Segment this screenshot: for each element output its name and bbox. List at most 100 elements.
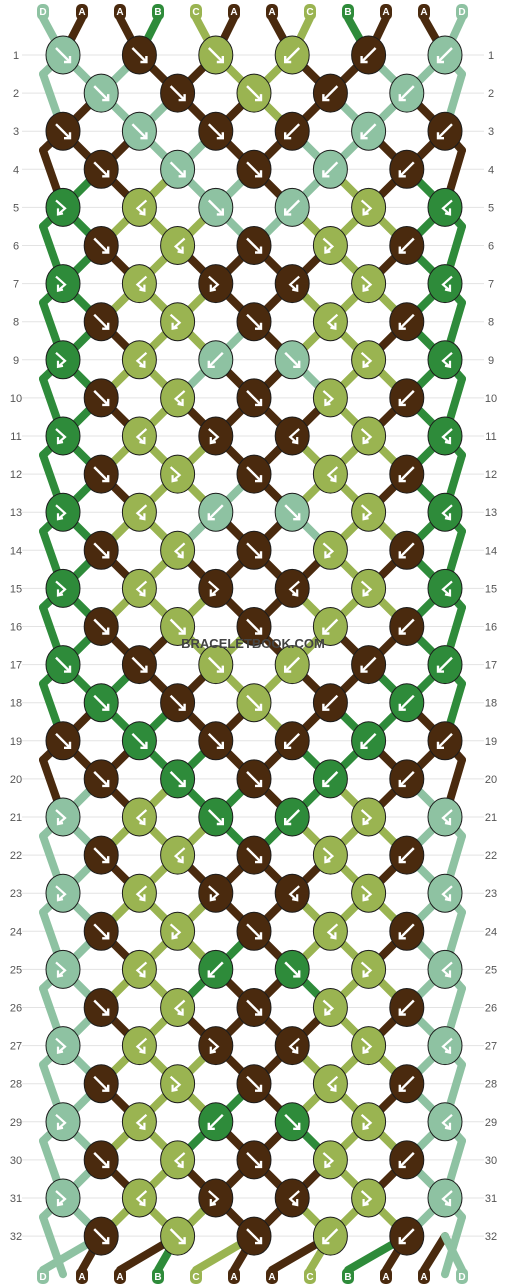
knot-arrow-icon [441, 428, 453, 445]
knot-arrow-icon [398, 618, 415, 635]
knot [312, 226, 348, 265]
row-number: 6 [488, 241, 494, 253]
row-number: 11 [10, 431, 21, 443]
knot-arrow-icon [93, 1152, 110, 1169]
row-number: 17 [10, 660, 22, 672]
knot [198, 340, 234, 380]
strand-cap-top [76, 4, 88, 20]
knot [236, 1216, 272, 1256]
knot [236, 530, 272, 570]
knot-arrow-icon [398, 1152, 415, 1169]
knot [351, 264, 387, 304]
knot-arrow-icon [131, 732, 148, 749]
row-number: 31 [485, 1193, 497, 1205]
strand-label-bottom: D [39, 1272, 46, 1283]
knot [83, 835, 119, 875]
knot [121, 340, 157, 380]
row-number: 24 [485, 926, 497, 938]
strand-cap-bottom [114, 1268, 126, 1284]
knot [45, 721, 81, 761]
knot-arrow-icon [288, 428, 300, 445]
knot-arrow-icon [208, 580, 220, 597]
strand-label-bottom: D [458, 1272, 465, 1283]
row-number: 18 [485, 698, 497, 710]
strand-cap-top [152, 4, 164, 20]
knot-arrow-icon [398, 161, 415, 178]
knot-arrow-icon [398, 237, 415, 254]
knot [274, 1102, 310, 1142]
knot [427, 721, 463, 761]
knot-arrow-icon [246, 237, 263, 254]
knot-arrow-icon [288, 1190, 300, 1207]
knot [427, 187, 463, 227]
knot-arrow-icon [398, 390, 415, 407]
knot-arrow-icon [360, 1190, 373, 1207]
knot-arrow-icon [207, 1113, 224, 1131]
knot-arrow-icon [131, 123, 148, 140]
knot [351, 1026, 387, 1066]
row-number: 19 [485, 736, 497, 748]
knot [236, 835, 272, 875]
strand-cap-bottom [37, 1268, 49, 1284]
knot-arrow-icon [169, 161, 186, 178]
row-number: 31 [10, 1193, 22, 1205]
knot [198, 264, 234, 304]
knot-arrow-icon [93, 694, 110, 711]
knot-arrow-icon [246, 847, 263, 864]
strand-label-top: C [306, 7, 313, 18]
knot [274, 568, 310, 608]
knot [198, 797, 234, 837]
knot [389, 73, 425, 113]
knot [427, 797, 463, 837]
knot [274, 1026, 310, 1066]
knot-arrow-icon [169, 313, 182, 331]
row-number: 32 [10, 1231, 22, 1243]
knot-arrow-icon [360, 885, 373, 902]
knot-arrow-icon [93, 466, 110, 483]
knot-arrow-icon [135, 428, 148, 445]
knot-arrow-icon [441, 809, 453, 826]
knot-arrow-icon [360, 656, 377, 673]
knot [351, 416, 387, 456]
knot-arrow-icon [288, 885, 300, 902]
knot-arrow-icon [398, 923, 415, 940]
knot-arrow-icon [246, 694, 263, 711]
knot [389, 1216, 425, 1256]
knot-arrow-icon [93, 313, 110, 330]
knot [274, 492, 310, 532]
strand-cap-bottom [190, 1268, 202, 1284]
watermark-text: BRACELETBOOK.COM [181, 636, 325, 651]
knot-arrow-icon [360, 504, 373, 521]
knot [45, 340, 81, 380]
knot [45, 1026, 81, 1066]
knot-arrow-icon [246, 1152, 263, 1169]
knot-arrow-icon [173, 390, 186, 407]
knot [389, 988, 425, 1027]
row-number: 26 [485, 1003, 497, 1015]
knot-arrow-icon [55, 428, 67, 445]
knot-arrow-icon [284, 1113, 301, 1131]
strand-label-bottom: C [306, 1272, 313, 1283]
knot-arrow-icon [93, 237, 110, 254]
row-number: 28 [10, 1079, 22, 1091]
knot-arrow-icon [173, 1152, 186, 1169]
knot [389, 454, 425, 494]
knot [121, 187, 157, 227]
knot-arrow-icon [55, 961, 67, 978]
knot [121, 492, 157, 532]
knot-arrow-icon [93, 999, 110, 1016]
knot-arrow-icon [135, 580, 148, 597]
row-number: 6 [13, 241, 19, 253]
knot-arrow-icon [173, 847, 186, 864]
knot-arrow-icon [322, 542, 335, 559]
knot-arrow-icon [208, 885, 220, 902]
knot [45, 873, 81, 913]
knot-arrow-icon [55, 1190, 67, 1207]
strand-label-top: B [154, 7, 161, 18]
knot-arrow-icon [360, 428, 373, 445]
strand-cap-bottom [266, 1268, 278, 1284]
knot-arrow-icon [93, 923, 110, 940]
knot [121, 111, 157, 151]
knot-arrow-icon [55, 123, 72, 140]
knot [160, 911, 196, 951]
